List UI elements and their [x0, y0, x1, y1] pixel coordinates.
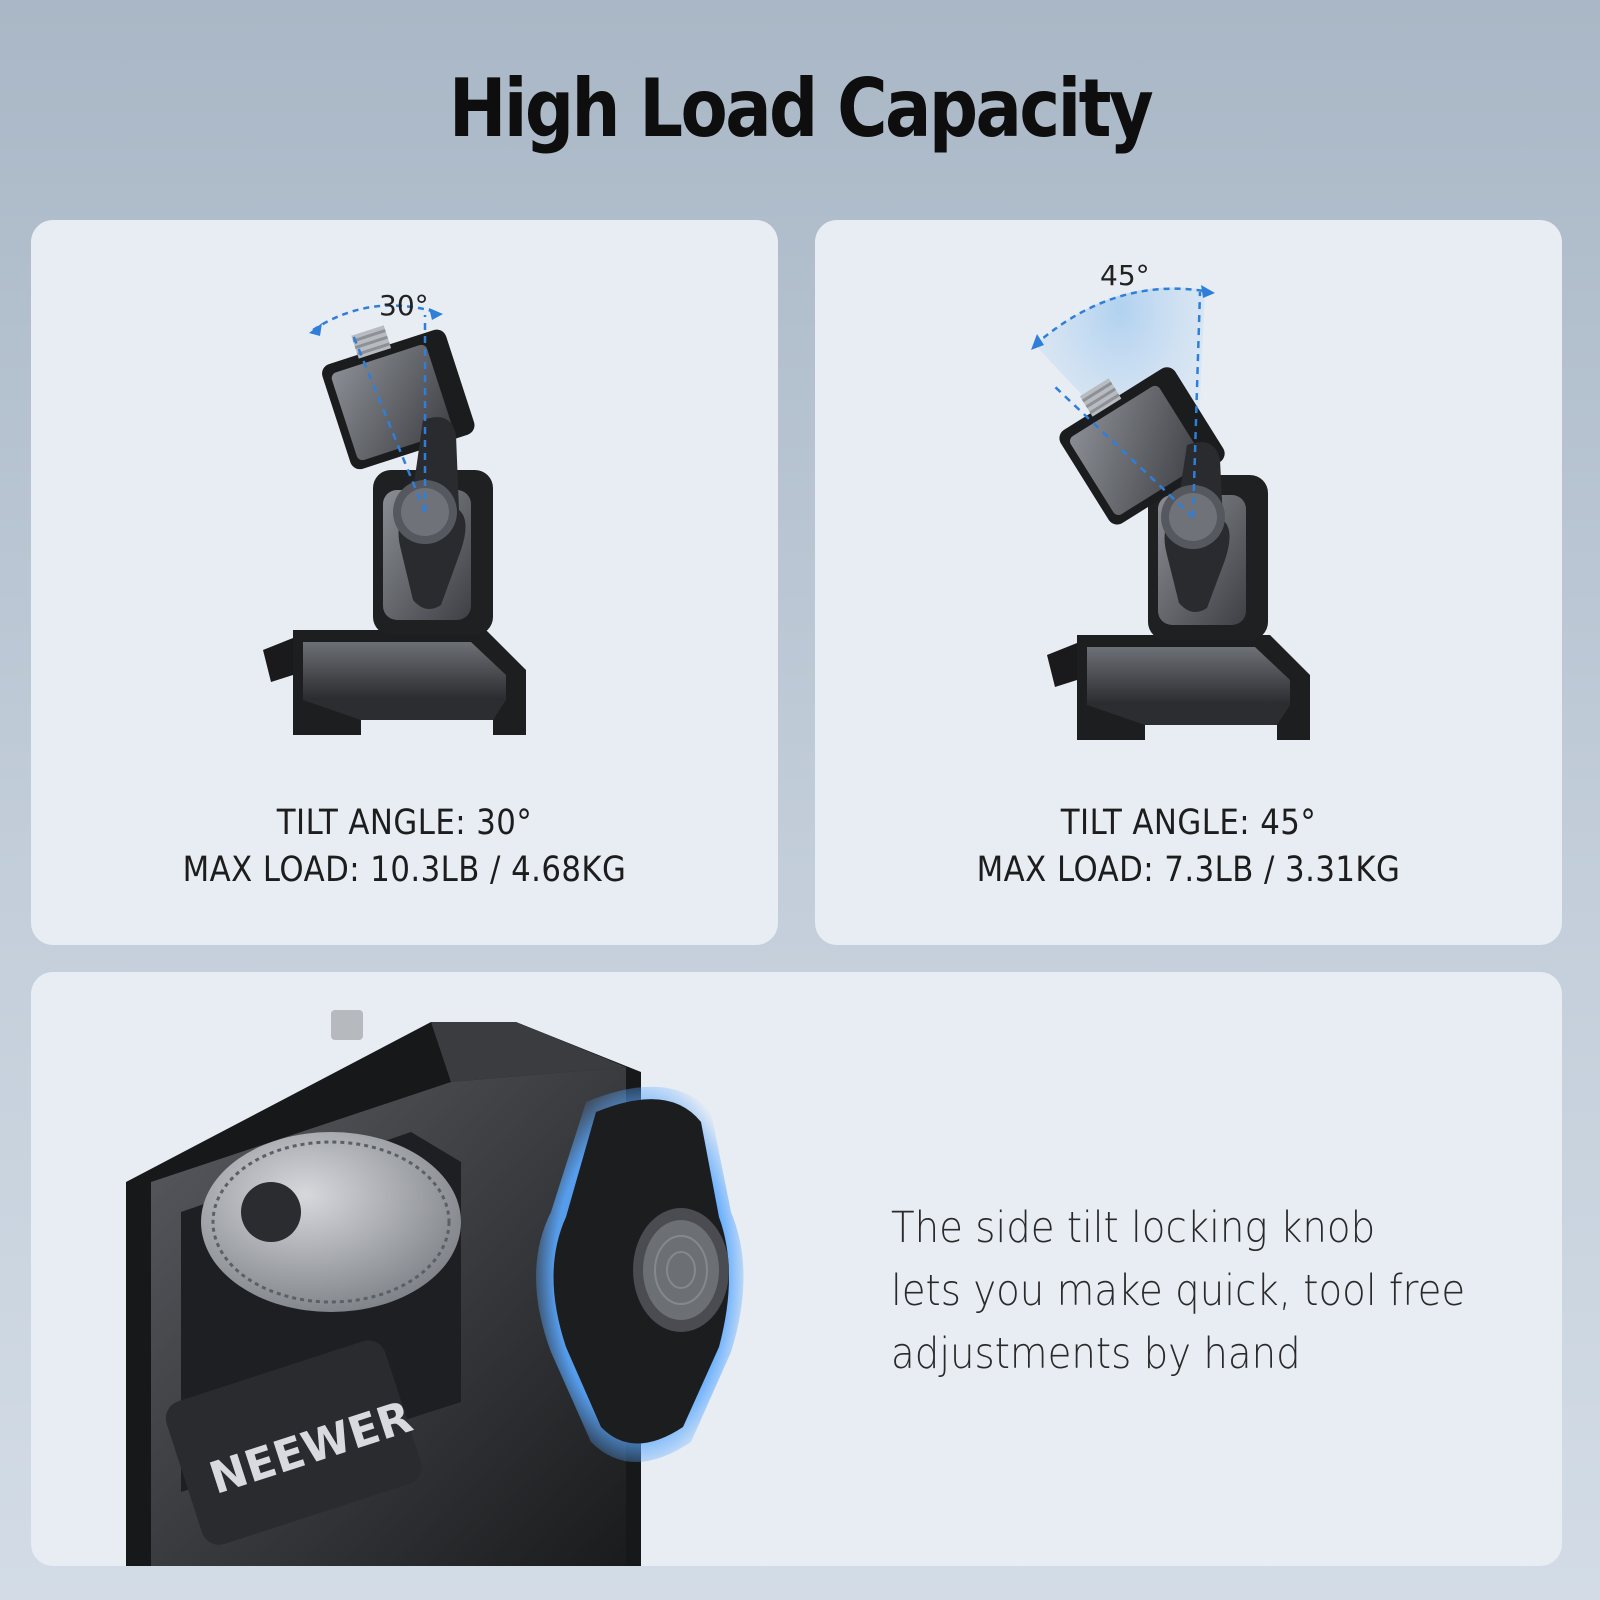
angle-guide-30	[312, 304, 440, 513]
description-line-1: The side tilt locking knob	[891, 1203, 1376, 1253]
base-clamp	[1047, 635, 1310, 740]
mount-30-illustration: 30°	[263, 289, 526, 735]
knob-closeup-illustration: NEEWER	[126, 1010, 744, 1566]
angle-guide-45	[1034, 287, 1211, 518]
description-line-2: lets you make quick, tool free	[891, 1266, 1466, 1316]
description-line-3: adjustments by hand	[891, 1329, 1301, 1379]
base-clamp	[263, 630, 526, 735]
tilt-45-card: 45° TILT ANGLE: 45° MAX LOAD: 7.3LB / 3.…	[815, 220, 1562, 945]
tilt-locking-knob	[536, 1086, 744, 1462]
tilt-angle-text: TILT ANGLE: 45°	[1060, 803, 1317, 843]
tilt-30-card: 30° TILT ANGLE: 30° MAX LOAD: 10.3LB / 4…	[31, 220, 778, 945]
brand-plate: NEEWER	[165, 1340, 422, 1545]
angle-label-30: 30°	[379, 289, 429, 322]
max-load-text: MAX LOAD: 7.3LB / 3.31KG	[976, 850, 1401, 890]
max-load-text: MAX LOAD: 10.3LB / 4.68KG	[182, 850, 627, 890]
tilt-angle-text: TILT ANGLE: 30°	[276, 803, 533, 843]
tilt-30-caption: TILT ANGLE: 30° MAX LOAD: 10.3LB / 4.68K…	[31, 800, 778, 894]
page-title: High Load Capacity	[448, 62, 1154, 155]
tilt-45-caption: TILT ANGLE: 45° MAX LOAD: 7.3LB / 3.31KG	[815, 800, 1562, 894]
mount-45-illustration: 45°	[1031, 259, 1310, 740]
angle-label-45: 45°	[1100, 259, 1150, 292]
feature-description: The side tilt locking knob lets you make…	[891, 1197, 1511, 1386]
knurled-screw	[201, 1132, 461, 1312]
tilt-head	[1059, 367, 1225, 525]
knob-feature-card: NEEWER The side tilt locking knob lets y…	[31, 972, 1562, 1566]
